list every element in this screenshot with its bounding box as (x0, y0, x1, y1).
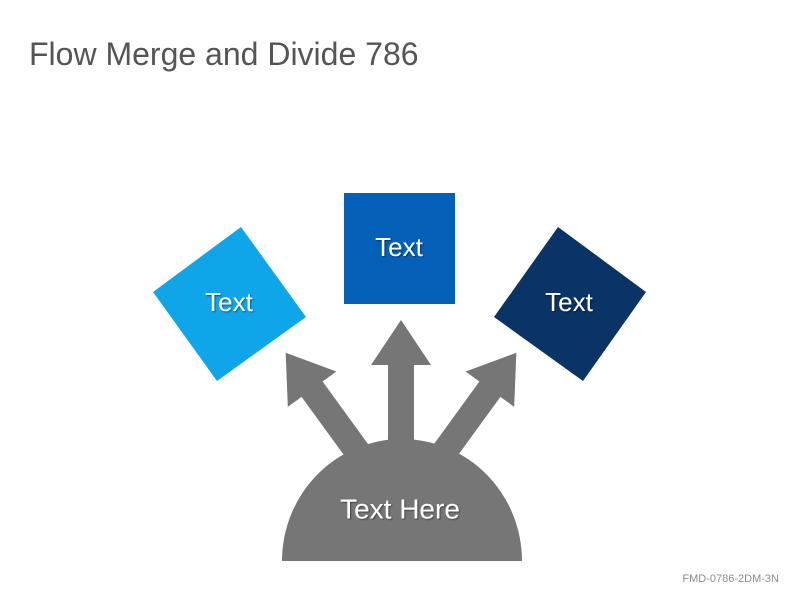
footer-code: FMD-0786-2DM-3N (682, 573, 779, 585)
box-center-shape (344, 193, 455, 304)
left-arrow (285, 352, 376, 470)
box-center-label: Text (375, 232, 423, 262)
base-label: Text Here (340, 493, 460, 524)
center-arrow (371, 320, 431, 455)
box-left-shape (153, 227, 306, 381)
right-arrow (426, 352, 517, 470)
box-right-label: Text (545, 287, 593, 317)
slide-title: Flow Merge and Divide 786 (29, 36, 419, 72)
box-center: Text (344, 193, 455, 304)
box-left: Text (153, 227, 306, 381)
box-right: Text (494, 227, 646, 381)
base-semicircle (282, 439, 522, 561)
box-left-label: Text (205, 287, 253, 317)
box-right-shape (494, 227, 646, 381)
